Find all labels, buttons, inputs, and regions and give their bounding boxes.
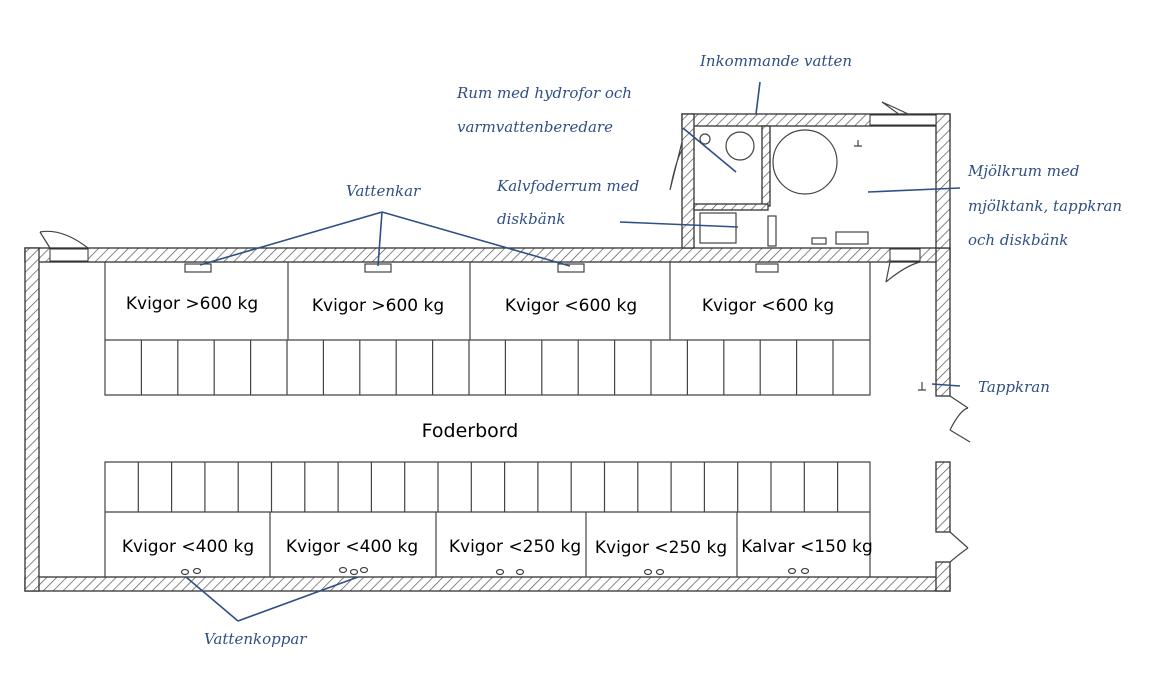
pen-label: Kvigor >600 kg — [312, 296, 444, 316]
pen-label: Kalvar <150 kg — [741, 537, 873, 557]
annotation-calf-feed-room: Kalvfoderrum med — [496, 177, 639, 195]
annotation-milk-room: mjölktank, tappkran — [968, 197, 1122, 215]
annotation-milk-room: och diskbänk — [968, 231, 1068, 249]
door-swings — [39, 230, 971, 563]
annotation-milk-room: Mjölkrum med — [967, 162, 1079, 180]
annotation-pump-room: varmvattenberedare — [457, 118, 613, 136]
barn-walls — [24, 247, 951, 592]
annotation-water-troughs: Vattenkar — [346, 182, 421, 200]
pen-label: Kvigor <400 kg — [122, 537, 254, 557]
annotation-tap: Tappkran — [978, 378, 1050, 396]
pen-label: Kvigor >600 kg — [126, 294, 258, 314]
bottom-pens — [104, 461, 871, 577]
pen-label: Kvigor <250 kg — [595, 538, 727, 558]
top-pens — [104, 262, 871, 396]
feed-table-label: Foderbord — [422, 420, 519, 442]
annotation-water-cups: Vattenkoppar — [204, 630, 307, 648]
annotation-calf-feed-room: diskbänk — [497, 210, 565, 228]
annotation-pump-room: Rum med hydrofor och — [456, 84, 632, 102]
pen-label: Kvigor <250 kg — [449, 537, 581, 557]
pen-label: Kvigor <600 kg — [702, 296, 834, 316]
pen-label: Kvigor <600 kg — [505, 296, 637, 316]
annotation-incoming-water: Inkommande vatten — [699, 52, 852, 70]
pen-label: Kvigor <400 kg — [286, 537, 418, 557]
tap-fixture — [918, 382, 926, 391]
annotation-lines — [185, 81, 961, 622]
milk-room-building — [669, 101, 951, 249]
